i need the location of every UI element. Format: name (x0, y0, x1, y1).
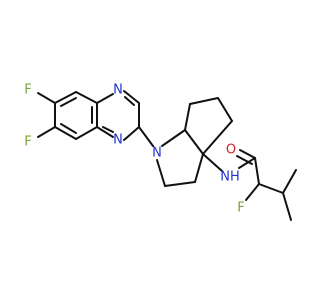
bond (161, 129, 186, 147)
bond (37, 126, 56, 138)
fluorine-atom-label: F (24, 135, 31, 150)
amide-nh-label: NH (220, 170, 240, 185)
nitrogen-atom-label: N (113, 133, 123, 148)
bond (164, 181, 196, 187)
bond (60, 97, 77, 107)
bond (254, 157, 260, 185)
bond (96, 93, 114, 104)
bond (54, 91, 77, 104)
oxygen-atom-label: O (226, 143, 236, 158)
bond (102, 126, 114, 133)
bond (60, 123, 77, 134)
bond (75, 91, 98, 104)
bond (75, 126, 98, 140)
bonds (37, 90, 297, 221)
bond (54, 126, 77, 140)
bond (194, 153, 204, 183)
bond (202, 153, 223, 172)
bond (245, 183, 260, 201)
bond (184, 103, 191, 131)
bond (258, 183, 284, 194)
fluorine-atom-label: F (237, 201, 244, 216)
bond (202, 120, 233, 155)
fluorine-atom-label: F (24, 83, 31, 98)
molecule-canvas: F F N N N NH O F (24, 82, 297, 221)
bond (156, 159, 166, 187)
bond (282, 192, 292, 221)
atom-labels: F F N N N NH O F (24, 83, 244, 216)
bond (189, 97, 219, 105)
bond (138, 126, 154, 147)
nitrogen-atom-label: N (113, 83, 123, 98)
molecule-structure: F F N N N NH O F (24, 83, 297, 221)
nitrogen-atom-label: N (152, 146, 162, 161)
bond (124, 96, 135, 106)
bond (282, 169, 297, 194)
bond (37, 92, 56, 104)
bond (238, 157, 256, 169)
bond (236, 155, 253, 165)
bond (217, 97, 233, 122)
bond (239, 149, 256, 159)
bond (184, 129, 204, 155)
bond (96, 126, 114, 138)
bond (123, 126, 140, 141)
bond (123, 90, 140, 104)
